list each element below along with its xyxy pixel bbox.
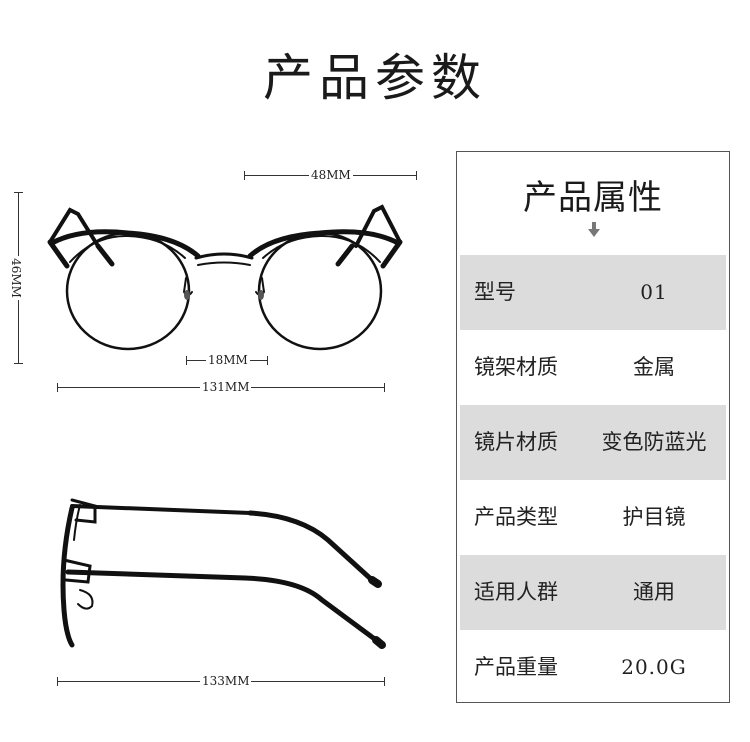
glasses-front-view [47,204,403,351]
attribute-row-lens-material: 镜片材质 变色防蓝光 [460,405,726,480]
attribute-row-product-type: 产品类型 护目镜 [460,480,726,555]
attributes-panel: 产品属性 型号 01 镜架材质 金属 镜片材质 变色防蓝光 产品类型 护目镜 适… [456,151,730,703]
page-title: 产品参数 [263,49,487,107]
lens-width-label: 48MM [309,168,353,182]
attribute-label: 产品类型 [474,505,558,529]
glasses-side-view [60,498,386,649]
glasses-illustration [47,204,403,649]
attribute-row-model: 型号 01 [460,255,726,330]
attribute-value: 护目镜 [622,505,686,529]
attribute-row-weight: 产品重量 20.0G [460,630,726,705]
frame-width-label: 131MM [200,380,252,394]
attribute-value: 20.0G [621,655,687,679]
attribute-row-audience: 适用人群 通用 [460,555,726,630]
bridge-label: 18MM [206,353,250,367]
arrow-down-icon [588,222,600,237]
temple-length-label: 133MM [200,674,252,688]
attribute-label: 型号 [474,280,516,304]
attribute-label: 镜片材质 [474,430,558,454]
attribute-label: 产品重量 [474,655,558,679]
attribute-row-frame-material: 镜架材质 金属 [460,330,726,405]
attributes-title: 产品属性 [523,178,663,218]
lens-height-label: 46MM [8,256,23,300]
attributes-table: 型号 01 镜架材质 金属 镜片材质 变色防蓝光 产品类型 护目镜 适用人群 通… [460,255,726,705]
attribute-value: 金属 [633,355,675,379]
attribute-label: 适用人群 [474,580,558,604]
attribute-value: 01 [640,280,668,304]
attribute-value: 通用 [633,580,675,604]
attributes-header: 产品属性 [457,152,729,254]
attribute-label: 镜架材质 [474,355,558,379]
attribute-value: 变色防蓝光 [601,430,707,454]
